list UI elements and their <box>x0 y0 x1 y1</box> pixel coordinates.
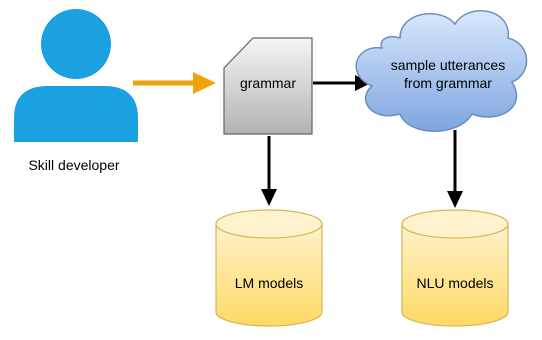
nlu-models-label: NLU models <box>416 275 493 291</box>
lm-models-label: LM models <box>235 275 303 291</box>
grammar-label: grammar <box>240 75 296 91</box>
developer-label: Skill developer <box>28 157 119 173</box>
utterances-label-line2: from grammar <box>404 75 492 91</box>
developer-to-grammar-arrow <box>133 72 216 94</box>
grammar-card <box>223 37 313 135</box>
grammar-to-utterances-arrow <box>313 75 371 91</box>
utterances-cloud <box>355 10 528 132</box>
person-icon <box>14 9 138 142</box>
utterances-to-nlu-arrow <box>447 130 463 208</box>
nlu-models-cylinder <box>401 209 509 327</box>
grammar-to-lm-arrow <box>261 136 277 206</box>
lm-models-cylinder <box>215 209 323 327</box>
utterances-label-line1: sample utterances <box>391 57 505 73</box>
